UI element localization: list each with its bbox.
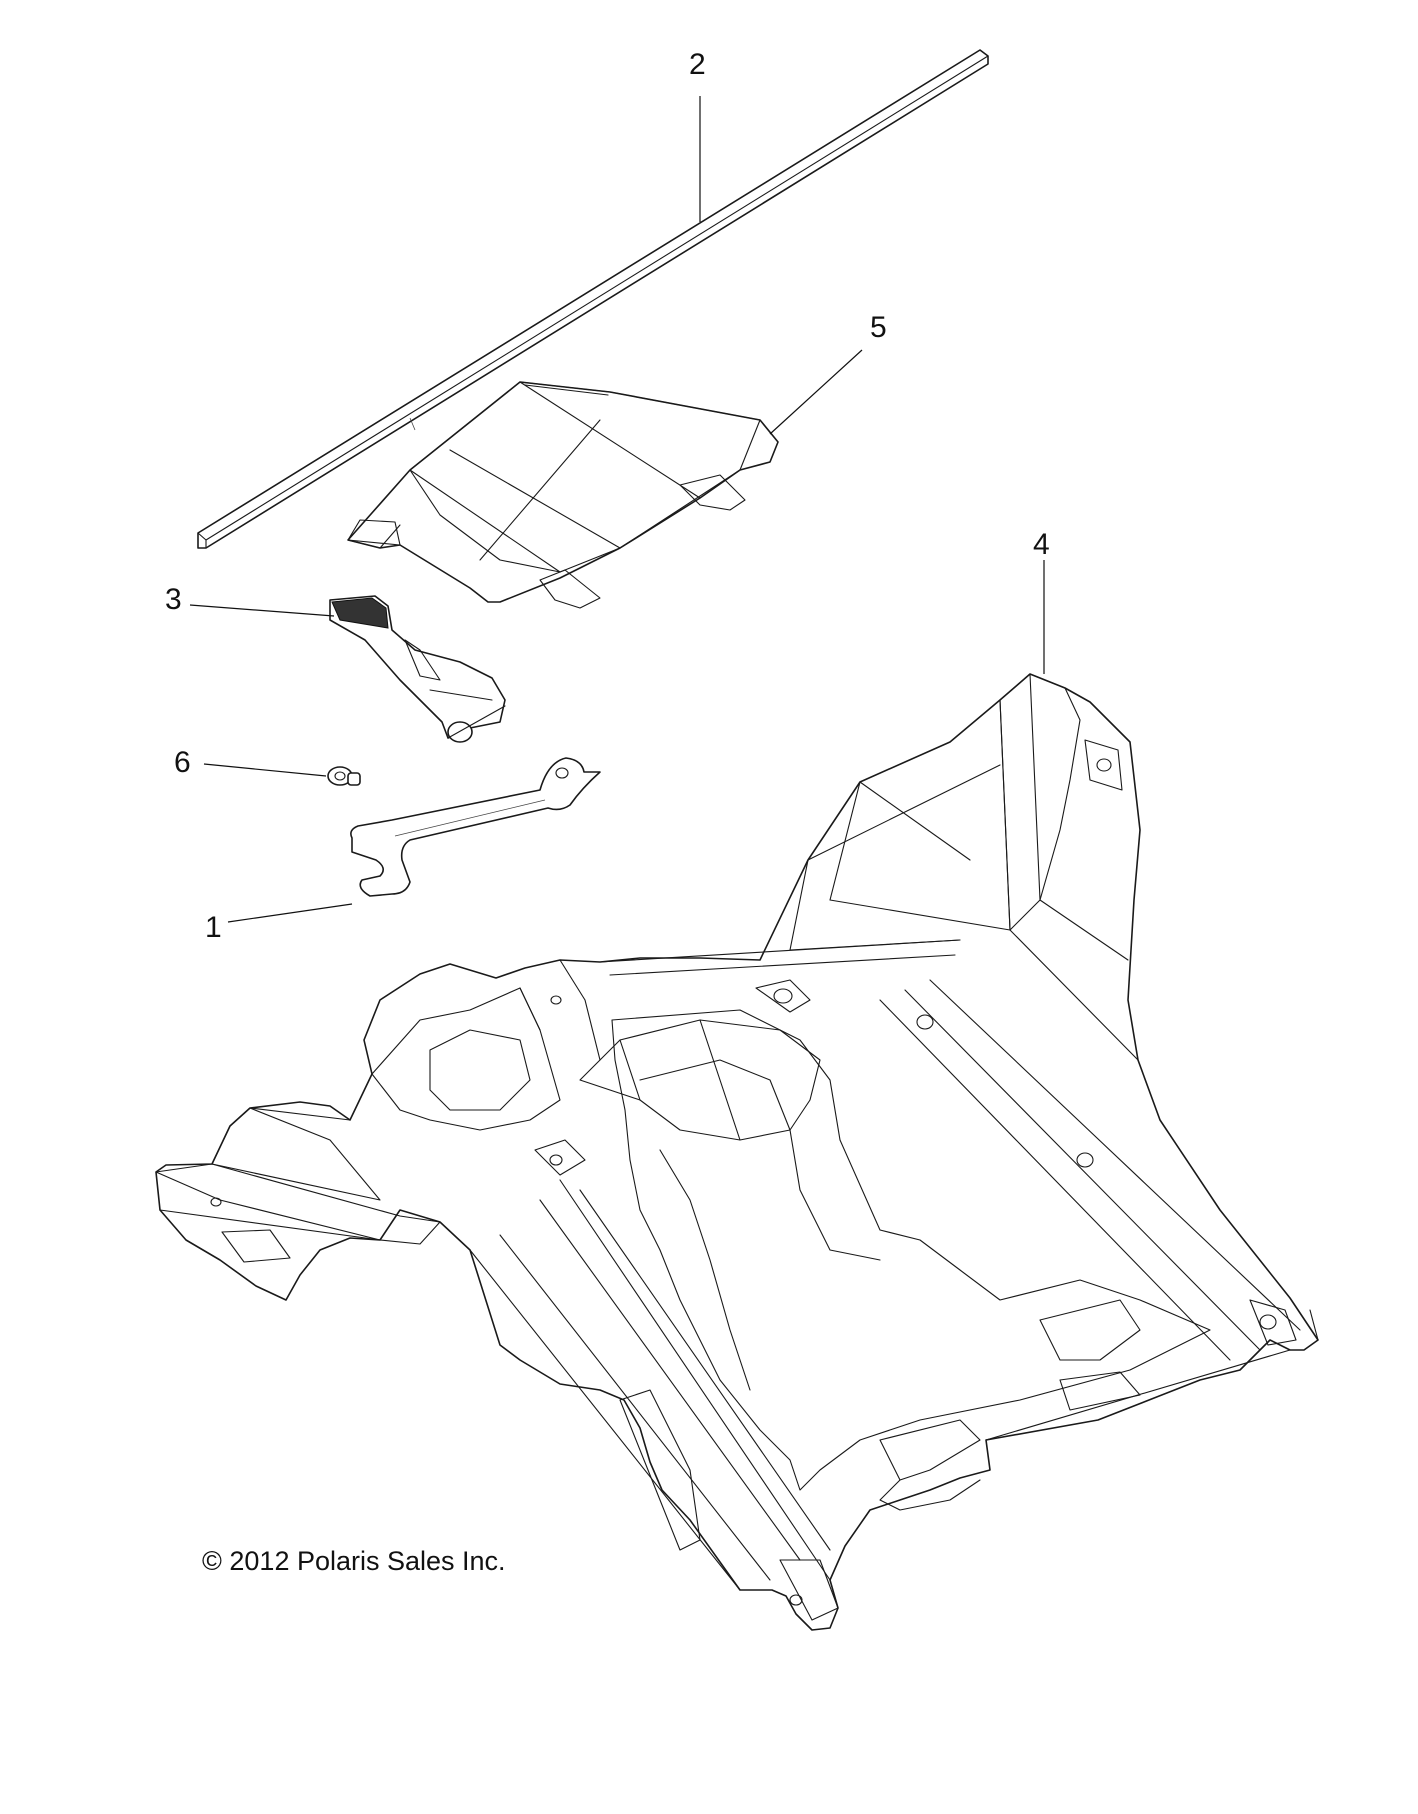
part-1-wrench [351,758,600,896]
part-6-fastener [328,767,360,785]
callout-5: 5 [870,311,887,344]
leader-5 [770,350,862,434]
leader-1 [228,904,352,922]
part-3-latch [330,596,505,742]
leader-lines [190,96,1044,922]
part-5-cover [348,382,778,608]
part-2-strip [198,50,988,548]
leader-6 [204,764,326,776]
leader-3 [190,605,334,616]
callout-6: 6 [174,746,191,779]
part-4-body [156,674,1318,1630]
callout-2: 2 [689,48,706,81]
callout-3: 3 [165,583,182,616]
callout-4: 4 [1033,528,1050,561]
copyright-notice: © 2012 Polaris Sales Inc. [202,1546,506,1576]
callout-1: 1 [205,911,222,944]
